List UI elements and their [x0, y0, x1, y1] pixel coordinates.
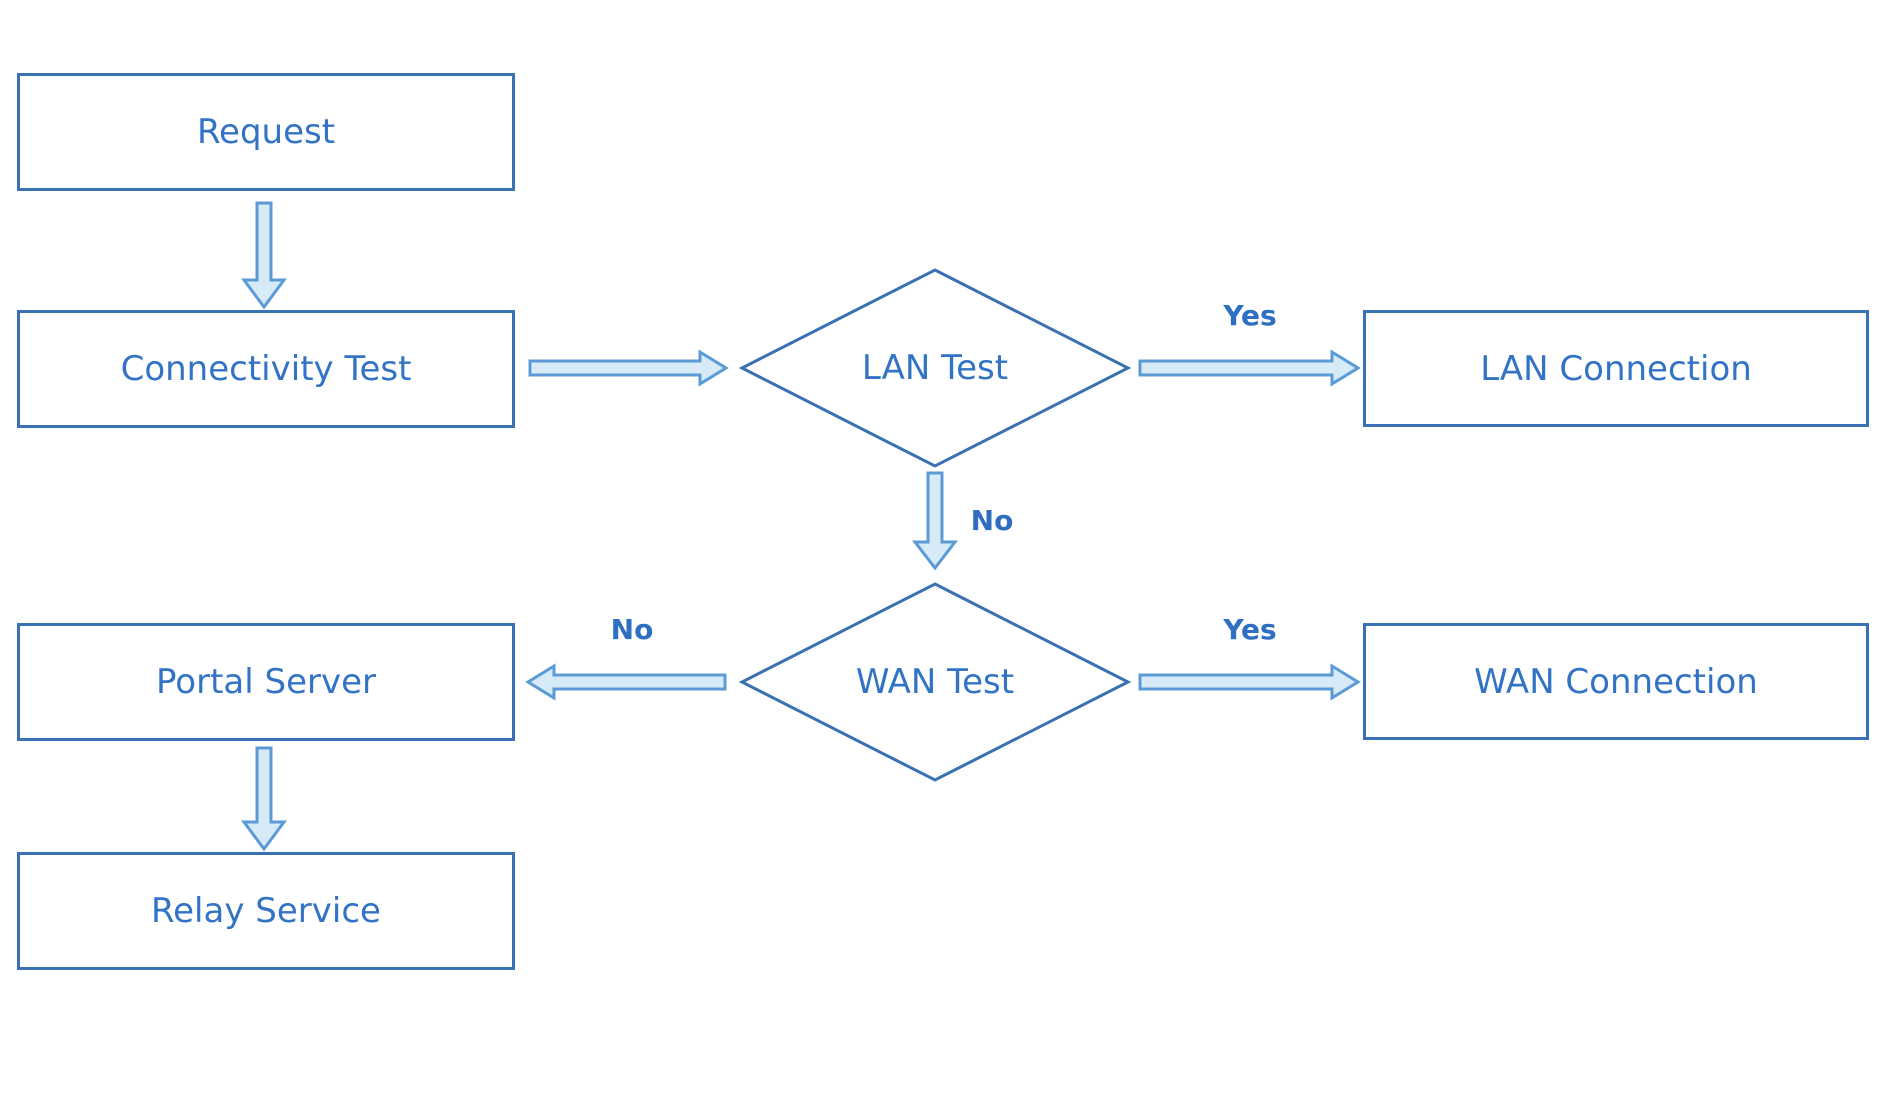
wan-test-diamond	[738, 582, 1132, 782]
node-relay-service: Relay Service	[17, 852, 515, 970]
arrow-request-to-connectivity	[241, 201, 287, 310]
node-request: Request	[17, 73, 515, 191]
arrow-connectivity-to-lan-test	[528, 349, 729, 387]
arrow-wan-test-yes-to-wan-connection	[1138, 663, 1361, 701]
edge-label-wan-yes: Yes	[1223, 613, 1277, 646]
node-request-label: Request	[196, 112, 336, 152]
node-wan-connection: WAN Connection	[1363, 623, 1869, 740]
arrow-portal-server-to-relay-service	[241, 746, 287, 852]
lan-test-diamond	[738, 268, 1132, 468]
node-wan-connection-label: WAN Connection	[1474, 661, 1758, 702]
node-portal-server-label: Portal Server	[156, 662, 376, 702]
node-relay-service-label: Relay Service	[151, 891, 381, 931]
node-lan-connection: LAN Connection	[1363, 310, 1869, 427]
arrow-lan-test-no-to-wan-test	[911, 471, 959, 571]
arrow-lan-test-yes-to-lan-connection	[1138, 349, 1361, 387]
edge-label-lan-no: No	[970, 504, 1014, 537]
node-lan-connection-label: LAN Connection	[1480, 348, 1752, 389]
node-portal-server: Portal Server	[17, 623, 515, 741]
edge-label-lan-yes: Yes	[1223, 299, 1277, 332]
node-connectivity-test-label: Connectivity Test	[120, 349, 412, 389]
edge-label-wan-no: No	[610, 613, 654, 646]
arrow-wan-test-no-to-portal-server	[525, 663, 727, 701]
node-connectivity-test: Connectivity Test	[17, 310, 515, 428]
